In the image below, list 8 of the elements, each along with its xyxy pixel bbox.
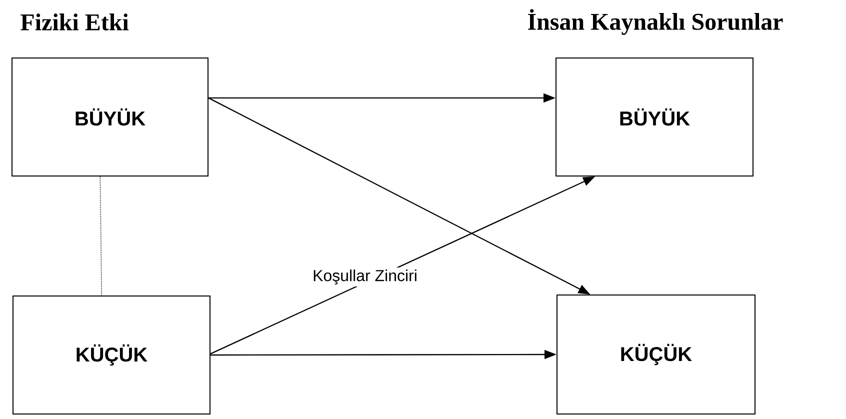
box: KÜÇÜK — [556, 294, 756, 414]
box: BÜYÜK — [12, 58, 208, 176]
edge-label: Koşullar Zinciri — [310, 268, 420, 286]
box: BÜYÜK — [556, 58, 754, 176]
box: KÜÇÜK — [12, 296, 210, 414]
column-heading: Fiziki Etki — [20, 14, 129, 30]
connector-line — [100, 176, 102, 296]
column-heading: İnsan Kaynaklı Sorunlar — [528, 9, 783, 35]
